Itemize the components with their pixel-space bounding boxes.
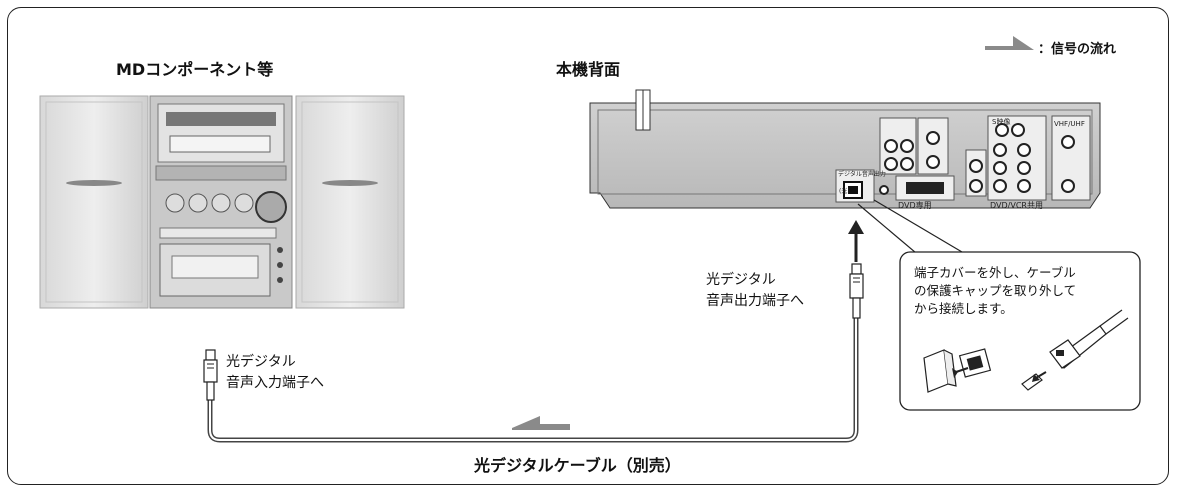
protective-cap-icon [1021,309,1129,391]
input-plug-icon [203,349,218,401]
note-text: 端子カバーを外し、ケーブル の保護キャップを取り外して から接続します。 [914,265,1077,316]
vhf-uhf-label: VHF/UHF [1054,120,1085,128]
signal-flow-arrow-icon [512,416,570,430]
optical-input-label: 光デジタル 音声入力端子へ [226,354,324,391]
diagram-frame [7,7,1169,485]
cable-label: 光デジタルケーブル（別売） [474,456,681,475]
connection-arrow-icon [848,220,864,262]
digital-out-label: デジタル音声出力 [838,170,886,178]
callout-lines [857,199,963,259]
legend-label: ：信号の流れ [1038,42,1117,57]
unit-rear-title: 本機背面 [556,60,621,79]
md-component-image [39,95,405,309]
md-component-title: MDコンポーネント等 [116,60,274,79]
rear-panel-image: デジタル音声出力 (光) DVD専用 DVD/VCR共用 VHF/UHF S映像 [589,89,1101,210]
optical-output-label: 光デジタル 音声出力端子へ [706,272,804,309]
dvd-vcr-label: DVD/VCR共用 [990,201,1043,210]
terminal-cover-icon [923,348,992,393]
optical-label: (光) [839,187,850,195]
s-video-label: S映像 [992,117,1010,126]
output-plug-icon [849,263,864,319]
legend-arrow-icon [985,36,1034,50]
dvd-only-label: DVD専用 [898,200,932,210]
